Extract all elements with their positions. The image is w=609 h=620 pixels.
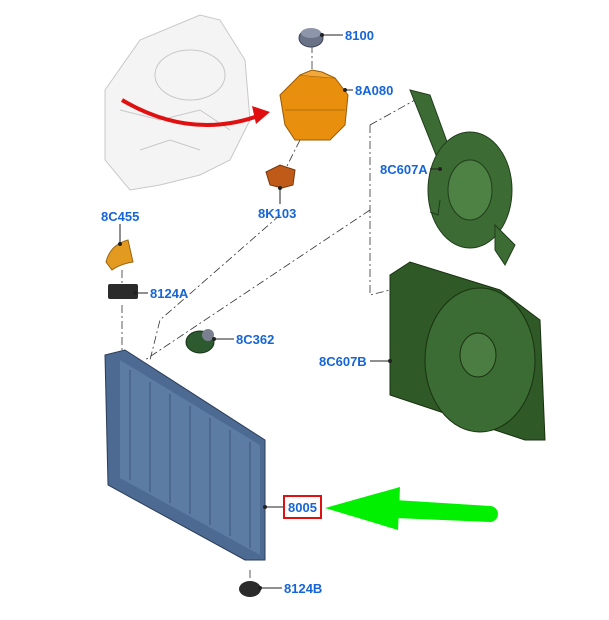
highlight-pointer-arrow xyxy=(325,487,498,530)
context-arrow-head xyxy=(252,106,270,124)
connector-part[interactable] xyxy=(185,329,215,354)
part-label-8k103[interactable]: 8K103 xyxy=(258,206,296,221)
part-label-8c607a[interactable]: 8C607A xyxy=(380,162,428,177)
radiator-part[interactable] xyxy=(104,349,266,561)
fan-shroud-a-part[interactable] xyxy=(409,89,516,266)
reservoir-part[interactable] xyxy=(279,69,349,141)
part-label-8c362[interactable]: 8C362 xyxy=(236,332,274,347)
part-label-8005[interactable]: 8005 xyxy=(288,500,317,515)
part-label-8100[interactable]: 8100 xyxy=(345,28,374,43)
part-label-8c455[interactable]: 8C455 xyxy=(101,209,139,224)
fan-shroud-b-part[interactable] xyxy=(389,261,546,441)
part-label-8124a[interactable]: 8124A xyxy=(150,286,189,301)
mount-upper-part[interactable] xyxy=(108,284,138,299)
leader-lines xyxy=(118,33,442,590)
cap-part[interactable] xyxy=(298,28,324,48)
context-arrow xyxy=(120,98,259,127)
highlight-box xyxy=(283,495,322,519)
guide-lines xyxy=(121,45,416,582)
seal-part[interactable] xyxy=(105,239,134,271)
part-label-8124b[interactable]: 8124B xyxy=(284,581,322,596)
part-label-8c607b[interactable]: 8C607B xyxy=(319,354,367,369)
part-label-8a080[interactable]: 8A080 xyxy=(355,83,393,98)
bracket-part[interactable] xyxy=(265,164,296,189)
mount-lower-part[interactable] xyxy=(239,581,261,597)
